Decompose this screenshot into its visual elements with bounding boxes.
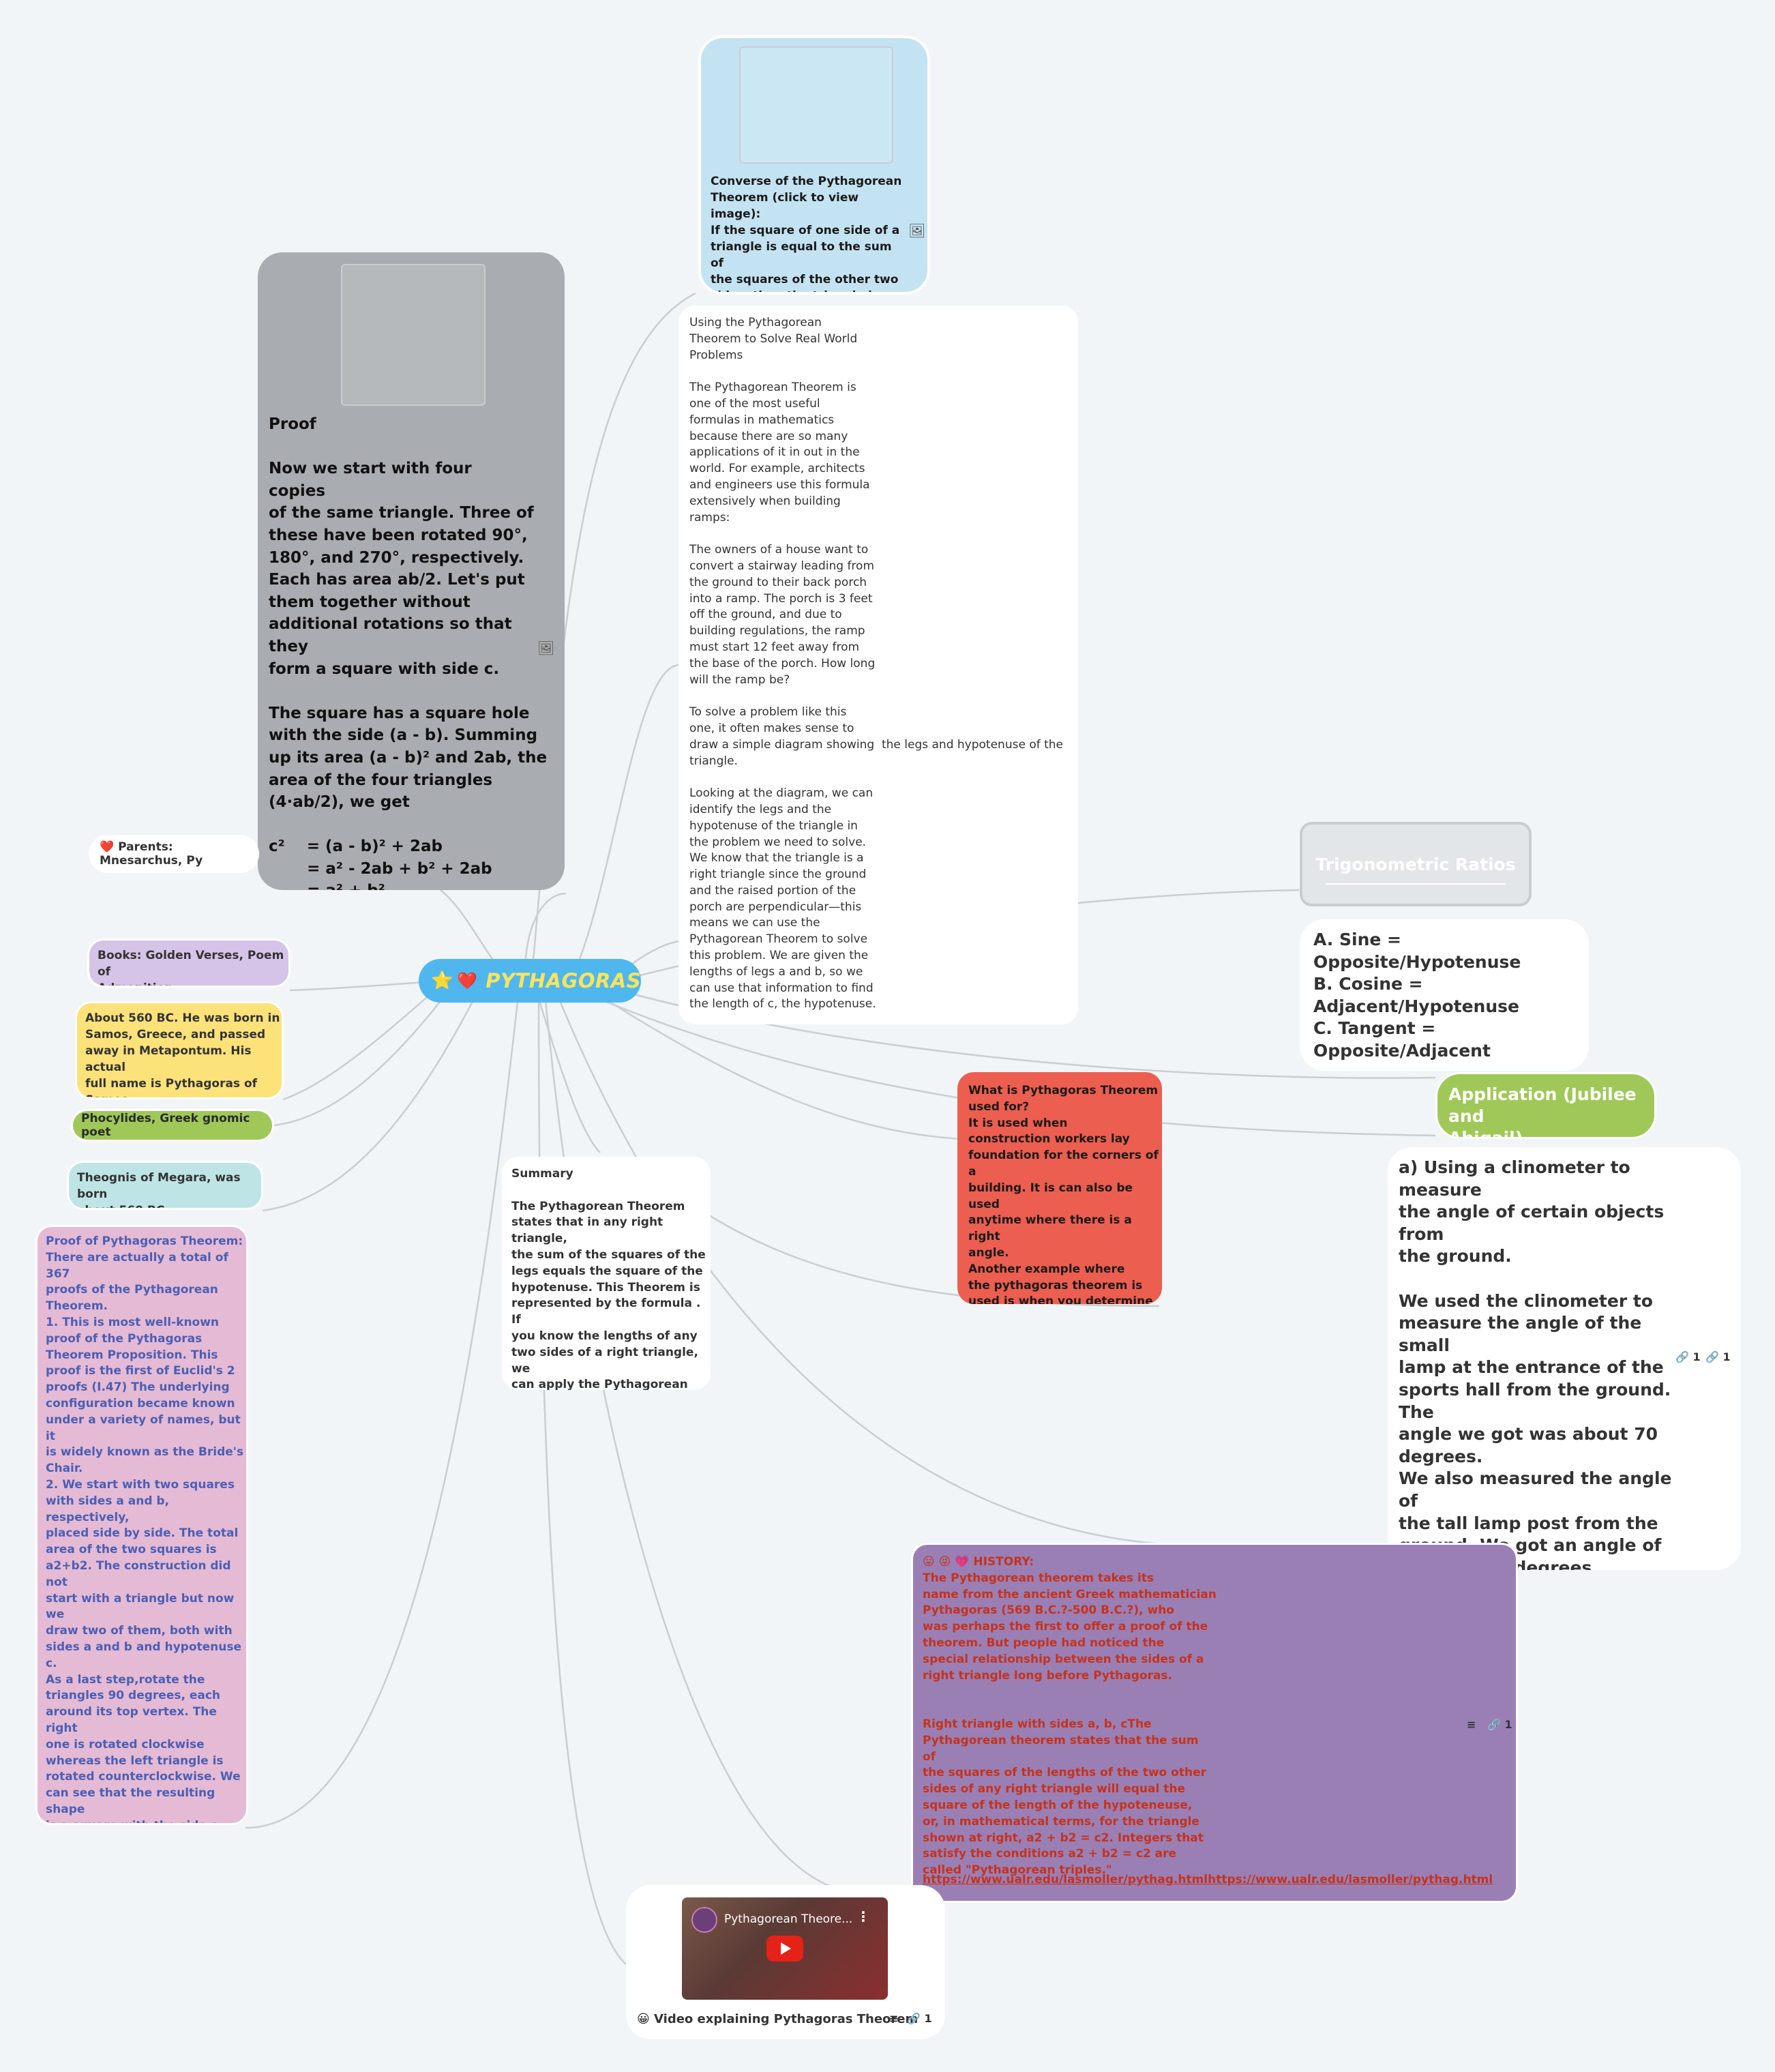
summary-node[interactable]: Summary The Pythagorean Theorem states t… — [502, 1157, 711, 1390]
connector-phocylides — [273, 988, 451, 1127]
trig-title: Trigonometric Ratios — [1315, 854, 1516, 874]
connector-history-2 — [544, 998, 839, 1891]
converse-text: Converse of the Pythagorean Theorem (cli… — [711, 175, 902, 292]
summary-text: Summary The Pythagorean Theorem states t… — [511, 1167, 706, 1390]
note-icon[interactable]: ≡ — [889, 2012, 899, 2025]
note-icon[interactable]: ≡ — [1467, 1718, 1476, 1731]
used-for-text: What is Pythagoras Theorem used for? It … — [968, 1084, 1159, 1304]
video-thumb-title: Pythagorean Theore... — [724, 1912, 853, 1926]
application-title: Application (Jubilee and Abigail) — [1448, 1084, 1637, 1139]
connector-summary-red — [708, 1214, 1160, 1307]
image-icon: 🖼 — [537, 640, 555, 656]
books-node[interactable]: Books: Golden Verses, Poem of Admonition — [87, 938, 290, 988]
connector-used-for — [599, 994, 962, 1140]
proof-text: Proof Now we start with four copies of t… — [269, 415, 548, 890]
proof-image-placeholder[interactable] — [341, 264, 486, 406]
born-node[interactable]: About 560 BC. He was born in Samos, Gree… — [75, 1001, 284, 1099]
connector-proof-pink — [245, 995, 520, 1829]
trig-title-underline — [1326, 883, 1506, 885]
image-icon: 🖼 — [908, 222, 926, 239]
books-text: Books: Golden Verses, Poem of Admonition — [98, 949, 284, 986]
realworld-text: Using the Pythagorean Theorem to Solve R… — [689, 316, 1064, 1011]
video-thumbnail[interactable]: Pythagorean Theore... ⋮ — [682, 1897, 888, 2000]
born-text: About 560 BC. He was born in Samos, Gree… — [85, 1011, 280, 1097]
parents-text: ❤️ Parents: Mnesarchus, Py — [100, 840, 203, 868]
proof-pink-node[interactable]: Proof of Pythagoras Theorem: There are a… — [35, 1225, 248, 1825]
proof-node[interactable]: Proof Now we start with four copies of t… — [258, 252, 565, 890]
parents-node[interactable]: ❤️ Parents: Mnesarchus, Py — [89, 835, 259, 873]
history-node[interactable]: 😛 😝 💗 HISTORY: The Pythagorean theorem t… — [911, 1543, 1518, 1903]
connector-born — [282, 988, 437, 1101]
converse-image-placeholder[interactable] — [739, 46, 893, 164]
link-count-badge[interactable]: 🔗 1 — [1675, 1350, 1701, 1363]
connector-proof — [524, 892, 567, 976]
video-node[interactable]: Pythagorean Theore... ⋮ 😀 Video explaini… — [626, 1885, 945, 2039]
theognis-text: Theognis of Megara, was born about 560 B… — [77, 1171, 241, 1208]
proof-pink-text: Proof of Pythagoras Theorem: There are a… — [46, 1234, 244, 1823]
connector-history — [558, 998, 1174, 1546]
application-text: a) Using a clinometer to measure the ang… — [1399, 1157, 1672, 1570]
converse-node[interactable]: Converse of the Pythagorean Theorem (cli… — [698, 35, 930, 295]
central-node-pythagoras[interactable]: ⭐ ❤️ PYTHAGORAS 🔗 1 — [419, 959, 641, 1003]
connector-theognis — [262, 992, 479, 1212]
connector-books — [289, 981, 423, 992]
video-caption: 😀 Video explaining Pythagoras Theorem — [637, 2012, 919, 2026]
connector-video — [537, 998, 627, 1965]
trig-title-node[interactable]: Trigonometric Ratios — [1300, 822, 1532, 906]
trig-list-node[interactable]: A. Sine = Opposite/Hypotenuse B. Cosine … — [1300, 919, 1589, 1071]
avatar — [691, 1907, 717, 1933]
connector-realworld — [571, 664, 679, 976]
link-count-badge[interactable]: 🔗 1 — [907, 2012, 932, 2025]
heart-icon: ❤️ — [457, 971, 478, 990]
realworld-node[interactable]: Using the Pythagorean Theorem to Solve R… — [678, 306, 1078, 1024]
star-icon: ⭐ — [431, 971, 453, 991]
application-text-node[interactable]: a) Using a clinometer to measure the ang… — [1388, 1147, 1741, 1570]
history-url-link[interactable]: https://www.ualr.edu/lasmoller/pythag.ht… — [923, 1873, 1493, 1886]
play-icon — [781, 1942, 791, 1955]
phocylides-node[interactable]: Phocylides, Greek gnomic poet — [71, 1109, 274, 1142]
application-title-node[interactable]: Application (Jubilee and Abigail) — [1435, 1072, 1656, 1139]
history-text: 😛 😝 💗 HISTORY: The Pythagorean theorem t… — [923, 1555, 1217, 1878]
link-count-badge[interactable]: 🔗 1 — [1705, 1350, 1731, 1363]
theognis-node[interactable]: Theognis of Megara, was born about 560 B… — [67, 1161, 263, 1210]
link-count-badge[interactable]: 🔗 1 — [1487, 1718, 1512, 1731]
phocylides-text: Phocylides, Greek gnomic poet — [81, 1112, 254, 1139]
trig-list-text: A. Sine = Opposite/Hypotenuse B. Cosine … — [1313, 930, 1521, 1061]
connector-summary — [537, 998, 601, 1153]
play-button[interactable] — [766, 1936, 803, 1962]
central-title: PYTHAGORAS — [486, 969, 641, 992]
more-options-icon[interactable]: ⋮ — [856, 1908, 870, 1925]
used-for-node[interactable]: What is Pythagoras Theorem used for? It … — [957, 1072, 1162, 1304]
